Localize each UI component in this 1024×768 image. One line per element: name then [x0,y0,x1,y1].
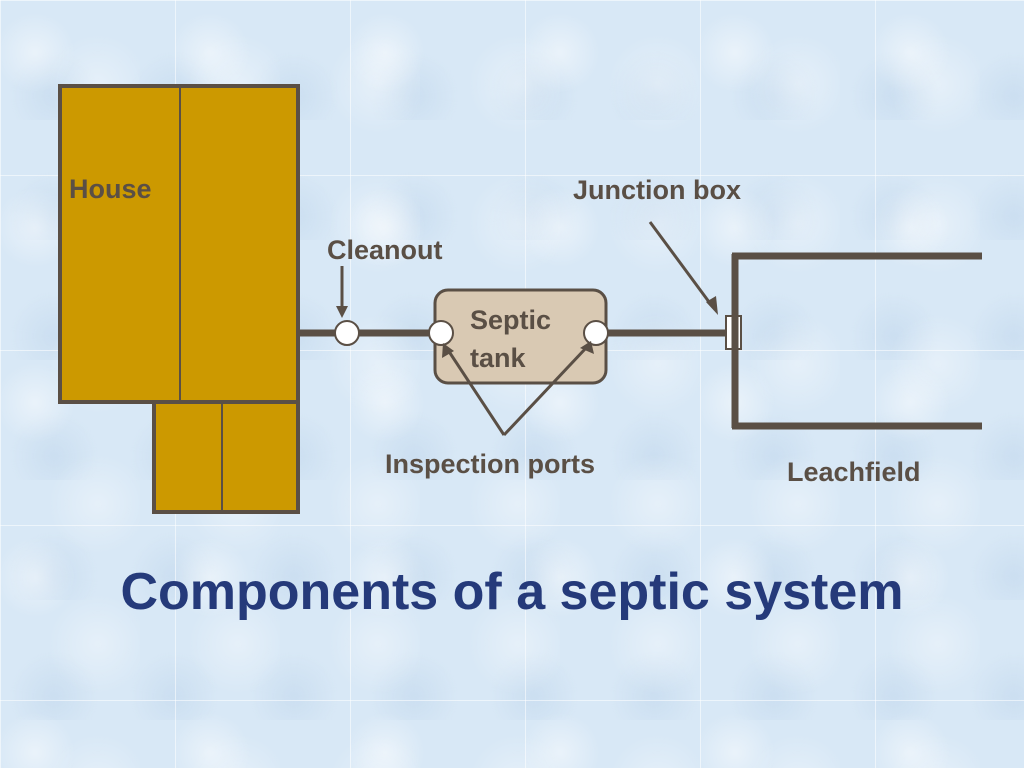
inspection-port-inlet [428,320,454,346]
inspection-arrow-right [502,346,588,437]
junction-box-arrowhead [706,296,718,315]
cleanout-arrowhead [336,306,348,318]
house [58,84,300,514]
house-label: House [69,174,152,204]
house-lower-block [152,400,300,514]
inspection-arrow-left [446,349,506,436]
septic-tank-label-line2: tank [470,343,527,373]
leachfield-pipes [731,252,982,430]
inspection-ports-label: Inspection ports [385,449,595,479]
inspection-arrowhead-left [442,343,454,358]
junction-box-label: Junction box [573,175,741,205]
cleanout-port [334,320,360,346]
inspection-arrowhead-right [580,341,594,354]
inspection-port-outlet [583,320,609,346]
slide-title: Components of a septic system [120,563,904,621]
septic-tank-label-line1: Septic [470,305,551,335]
leachfield-label: Leachfield [787,457,921,487]
cleanout-label: Cleanout [327,235,443,265]
junction-box-arrow [648,221,714,307]
